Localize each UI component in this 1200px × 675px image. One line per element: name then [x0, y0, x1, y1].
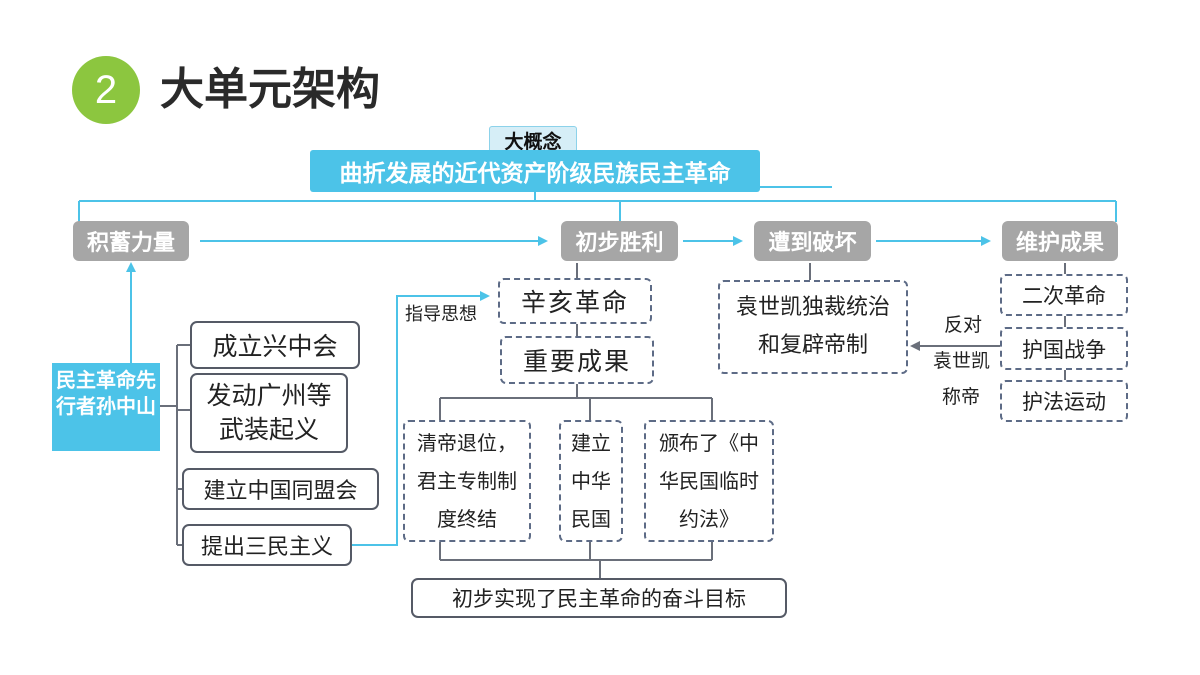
section-number-badge: 2 — [72, 56, 140, 124]
deed-guangzhou-uprising: 发动广州等武装起义 — [190, 373, 348, 453]
oppose-label-line1: 反对 — [944, 314, 983, 336]
deed-xingzhonghui: 成立兴中会 — [190, 321, 360, 369]
important-achievements-box: 重要成果 — [500, 336, 654, 384]
goal-box: 初步实现了民主革命的奋斗目标 — [411, 578, 787, 618]
result-republic-of-china: 建立中华民国 — [559, 420, 623, 542]
deed-three-principles: 提出三民主义 — [182, 524, 352, 566]
stage-destroyed: 遭到破坏 — [754, 221, 871, 261]
stage-defend: 维护成果 — [1002, 221, 1118, 261]
yuan-shikai-dictatorship-box: 袁世凯独裁统治和复辟帝制 — [718, 280, 908, 374]
guide-thought-label: 指导思想 — [405, 304, 477, 325]
national-protection-war-box: 护国战争 — [1000, 327, 1128, 370]
result-provisional-constitution: 颁布了《中华民国临时约法》 — [644, 420, 774, 542]
second-revolution-box: 二次革命 — [1000, 274, 1128, 316]
stage-accumulate: 积蓄力量 — [73, 221, 189, 261]
page-title: 大单元架构 — [160, 64, 380, 115]
result-emperor-abdication: 清帝退位，君主专制制度终结 — [403, 420, 531, 542]
oppose-label-line3: 称帝 — [942, 386, 981, 408]
deed-tongmenghui: 建立中国同盟会 — [182, 468, 379, 510]
constitution-protection-movement-box: 护法运动 — [1000, 380, 1128, 422]
oppose-label-line2: 袁世凯 — [933, 350, 991, 372]
guide-arrow — [352, 291, 490, 546]
xinhai-revolution-box: 辛亥革命 — [498, 278, 652, 324]
big-concept-box: 曲折发展的近代资产阶级民族民主革命 — [310, 150, 760, 192]
pioneer-sun-yatsen-box: 民主革命先行者孙中山 — [52, 363, 160, 451]
stage-victory: 初步胜利 — [561, 221, 678, 261]
